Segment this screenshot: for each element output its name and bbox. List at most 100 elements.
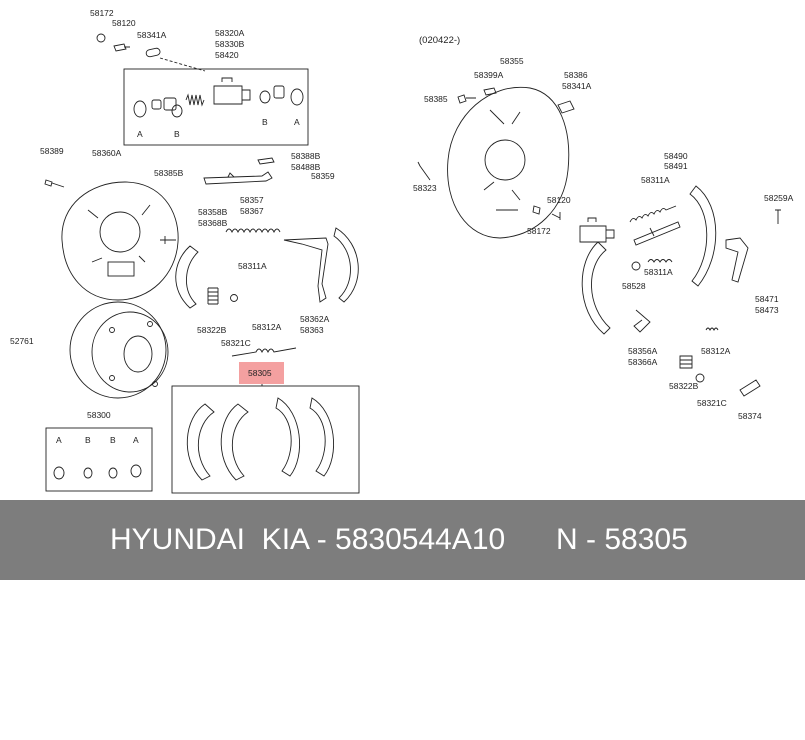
bleeder-cap <box>96 33 106 43</box>
kit-part-b2 <box>108 467 118 479</box>
part-label: 58330B <box>215 39 245 49</box>
part-label: 58312A <box>701 346 731 356</box>
pin-58374 <box>739 379 761 397</box>
parking-lever <box>283 237 329 303</box>
boot-a-left <box>133 100 147 118</box>
spring-58312a-mid <box>231 347 297 357</box>
part-label-58305: 58305 <box>248 368 272 378</box>
part-label: 58363 <box>300 325 324 335</box>
part-label: 58488B <box>291 162 321 172</box>
adjuster-right <box>633 221 681 246</box>
part-label: 58311A <box>644 267 673 277</box>
part-label: B <box>262 117 268 127</box>
part-label: B <box>85 435 91 445</box>
part-label: 58322B <box>197 325 227 335</box>
piston-right <box>273 85 285 99</box>
spring-58322b-mid <box>207 287 219 305</box>
part-label: 58490 <box>664 151 688 161</box>
drum-hole <box>152 381 158 387</box>
pin-58385b <box>160 236 176 244</box>
part-label: B <box>174 129 180 139</box>
part-label: A <box>294 117 300 127</box>
wheel-cylinder <box>213 77 251 105</box>
brake-drum-outer <box>69 301 167 399</box>
part-label: A <box>133 435 139 445</box>
part-label: 58528 <box>622 281 646 291</box>
part-label: 58368B <box>198 218 228 228</box>
bolt-58389 <box>44 179 65 188</box>
part-label: 58311A <box>641 175 670 185</box>
part-label: 58491 <box>664 161 688 171</box>
part-label: 58172 <box>90 8 114 18</box>
diagram-reference-number: N - 58305 <box>556 523 688 556</box>
pin-58259a <box>775 209 781 224</box>
part-label: 58362A <box>300 314 330 324</box>
part-label: 58385 <box>424 94 448 104</box>
brake-shoe-set-box <box>171 385 360 494</box>
backing-plate-hub <box>99 211 141 253</box>
date-note: (020422-) <box>419 35 460 46</box>
spring-58322b-right <box>679 355 693 369</box>
cup-b-right <box>259 90 271 104</box>
part-label: B <box>110 435 116 445</box>
plug-58399a <box>483 87 497 96</box>
part-label: 58471 <box>755 294 779 304</box>
part-label: 52761 <box>10 336 34 346</box>
part-label: 58388B <box>291 151 321 161</box>
shoe-right-mid <box>333 227 359 303</box>
backing-plate-slot <box>107 261 135 277</box>
part-label: 58357 <box>240 195 264 205</box>
wheel-cylinder-repair-kit-box <box>45 427 153 492</box>
cup-b-left <box>171 104 183 118</box>
backing-plate-right-hub <box>484 139 526 181</box>
backing-plate-left <box>61 181 179 301</box>
wheel-cylinder-kit-box <box>123 68 309 146</box>
part-label: 58120 <box>547 195 571 205</box>
drum-hole <box>109 375 115 381</box>
part-label: 58120 <box>112 18 136 28</box>
part-label: 58358B <box>198 207 228 217</box>
backing-plate-detail <box>87 204 151 263</box>
part-label: A <box>137 129 143 139</box>
backing-plate-right-detail <box>483 109 521 211</box>
spring-58311a-right-1 <box>629 205 677 223</box>
part-label: 58374 <box>738 411 762 421</box>
spring-clip-58356a <box>633 309 651 333</box>
drum-hole <box>147 321 153 327</box>
piston <box>163 97 177 111</box>
washer-58321c-mid <box>230 294 238 302</box>
backing-plate-right <box>447 86 570 239</box>
washer-58321c-right <box>695 373 705 383</box>
spring-58312a-right <box>705 327 719 332</box>
pin-58528 <box>631 261 641 271</box>
adjuster-screw <box>257 157 275 165</box>
dust-cap <box>145 47 161 58</box>
bleeder-screw <box>113 43 130 52</box>
leader-line <box>159 57 206 72</box>
boot-a-right <box>290 88 304 106</box>
part-label: 58311A <box>238 261 267 271</box>
part-label: 58320A <box>215 28 245 38</box>
part-label: 58341A <box>562 81 592 91</box>
part-label: 58356A <box>628 346 658 356</box>
part-label: A <box>56 435 62 445</box>
adjuster-strut <box>203 171 273 185</box>
spring-58311a-right-2 <box>647 259 673 263</box>
part-label: 58321C <box>221 338 251 348</box>
spring-small <box>185 93 205 107</box>
part-label: 58420 <box>215 50 239 60</box>
screw-58120b <box>551 212 561 220</box>
shoe-set-4 <box>309 397 335 477</box>
part-label: 58366A <box>628 357 658 367</box>
kit-part-a2 <box>130 464 142 478</box>
part-label: 58399A <box>474 70 504 80</box>
piston-cup <box>151 99 162 110</box>
part-label: 58473 <box>755 305 779 315</box>
shoe-right-big <box>581 241 611 335</box>
bolt-58323 <box>417 161 431 181</box>
drum-hole <box>109 327 115 333</box>
brake-drum-face <box>91 311 169 393</box>
spring-58311a-mid <box>225 228 281 234</box>
part-label: 58259A <box>764 193 794 203</box>
wheel-cylinder-right <box>579 217 615 243</box>
